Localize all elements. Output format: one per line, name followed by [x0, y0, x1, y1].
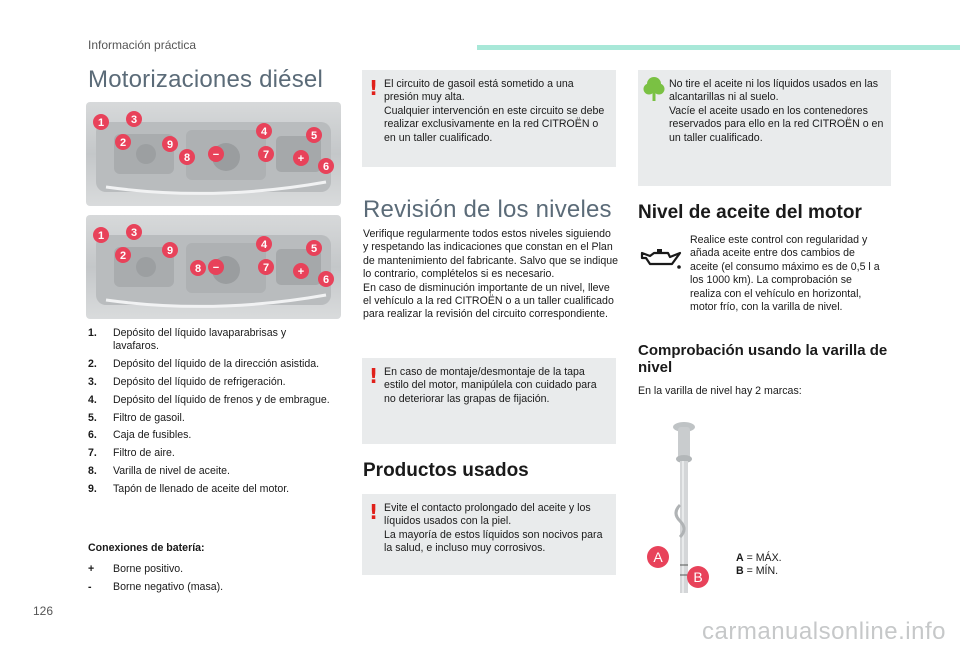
legend-item: -Borne negativo (masa).	[88, 580, 224, 593]
watermark: carmanualsonline.info	[702, 618, 946, 645]
svg-text:7: 7	[263, 149, 269, 161]
legend-item: +Borne positivo.	[88, 563, 184, 575]
svg-text:3: 3	[131, 227, 137, 239]
oil-check-text: Realice este control con regularidad y a…	[690, 234, 880, 314]
subtitle-dipstick: Comprobación usando la varilla de nivel	[638, 342, 888, 376]
header-rule	[477, 45, 960, 50]
legend-item: 6.Caja de fusibles.	[88, 429, 192, 442]
svg-text:4: 4	[261, 239, 268, 251]
battery-legend: +Borne positivo. -Borne negativo (masa).	[88, 563, 348, 599]
svg-text:5: 5	[311, 130, 317, 142]
svg-text:6: 6	[323, 161, 329, 173]
section-title-oil-level: Nivel de aceite del motor	[638, 202, 862, 223]
dipstick-figure: A B A = MÁX. B = MÍN.	[638, 405, 891, 598]
component-legend: 1.Depósito del líquido lavaparabrisas y …	[88, 327, 348, 501]
svg-text:−: −	[213, 262, 219, 274]
eco-note-box: No tire el aceite ni los líquidos usados…	[638, 70, 891, 186]
svg-text:2: 2	[120, 137, 126, 149]
warning-icon: !	[369, 76, 379, 100]
svg-text:9: 9	[167, 139, 173, 151]
legend-item: 7.Filtro de aire.	[88, 447, 175, 460]
eco-note-text: No tire el aceite ni los líquidos usados…	[669, 78, 884, 144]
mark-a-legend: A = MÁX.	[736, 552, 782, 564]
warning-box-gasoil: ! El circuito de gasoil está sometido a …	[362, 70, 616, 167]
svg-text:+: +	[298, 266, 304, 278]
mark-a-badge: A	[653, 549, 663, 565]
svg-text:3: 3	[131, 114, 137, 126]
warning-box-products: ! Evite el contacto prolongado del aceit…	[362, 494, 616, 575]
marks-intro: En la varilla de nivel hay 2 marcas:	[638, 385, 802, 397]
warning-text: Evite el contacto prolongado del aceite …	[384, 502, 603, 555]
warning-icon: !	[369, 500, 379, 524]
legend-item: 9.Tapón de llenado de aceite del motor.	[88, 482, 290, 495]
section-title-products: Productos usados	[363, 460, 529, 481]
marker-label: 1	[98, 117, 104, 129]
svg-text:6: 6	[323, 274, 329, 286]
svg-text:−: −	[213, 149, 219, 161]
legend-item: 5.Filtro de gasoil.	[88, 411, 185, 424]
legend-item: 8.Varilla de nivel de aceite.	[88, 464, 230, 477]
legend-item: 3.Depósito del líquido de refrigeración.	[88, 376, 286, 388]
warning-box-cover: ! En caso de montaje/desmontaje de la ta…	[362, 358, 616, 444]
battery-title: Conexiones de batería:	[88, 542, 205, 554]
mark-b-legend: B = MÍN.	[736, 565, 779, 577]
mark-b-badge: B	[693, 569, 702, 585]
engine-image-2: 1 2 3 9 8 − 4 7 5 + 6	[86, 215, 341, 319]
svg-text:9: 9	[167, 245, 173, 257]
section-header: Información práctica	[88, 38, 197, 52]
svg-text:1: 1	[98, 230, 104, 242]
page-title: Motorizaciones diésel	[88, 66, 323, 93]
svg-text:5: 5	[311, 243, 317, 255]
warning-text: El circuito de gasoil está sometido a un…	[384, 78, 605, 144]
svg-text:7: 7	[263, 262, 269, 274]
legend-item: 4.Depósito del líquido de frenos y de em…	[88, 393, 330, 406]
dipstick-illustration: A B	[647, 422, 709, 593]
page-number: 126	[33, 604, 54, 618]
svg-text:+: +	[298, 153, 304, 165]
warning-icon: !	[369, 364, 379, 388]
legend-item: 2.Depósito del líquido de la dirección a…	[88, 358, 320, 371]
section-title-levels: Revisión de los niveles	[363, 196, 612, 223]
svg-text:2: 2	[120, 250, 126, 262]
tree-icon	[643, 77, 665, 101]
oil-can-icon	[640, 249, 682, 269]
legend-item: 1.Depósito del líquido lavaparabrisas y …	[88, 327, 287, 353]
svg-text:8: 8	[195, 263, 201, 275]
warning-text: En caso de montaje/desmontaje de la tapa…	[384, 366, 597, 405]
engine-image-1: 1 2 3 9 8 − 4 7 5 + 6	[86, 102, 341, 206]
svg-text:4: 4	[261, 126, 268, 138]
levels-paragraph: Verifique regularmente todos estos nivel…	[363, 228, 619, 321]
svg-text:8: 8	[184, 152, 190, 164]
